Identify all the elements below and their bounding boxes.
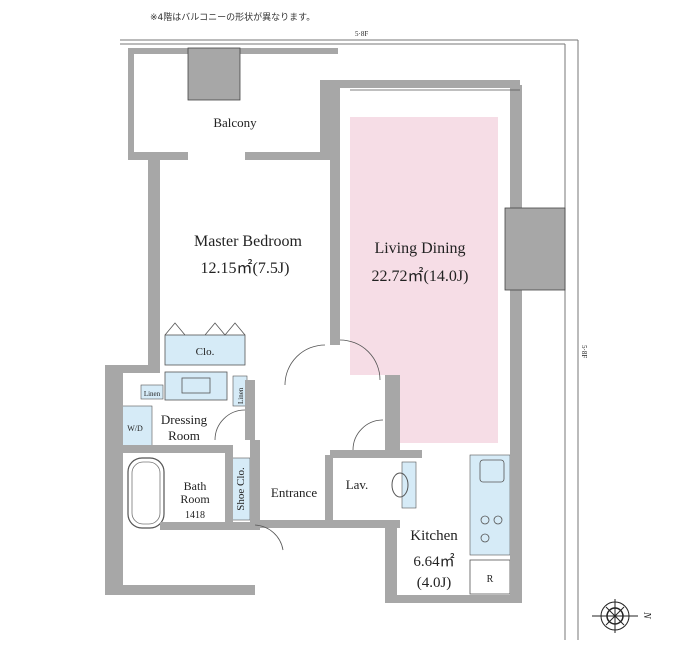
bathtub-inner [131, 461, 161, 525]
bath-label-1: Bath [184, 479, 207, 493]
kitchen-label: Kitchen [410, 528, 458, 544]
sink-icon [181, 377, 211, 394]
site-boundary-lines [120, 39, 579, 640]
kitchen-area-2: (4.0J) [417, 575, 452, 591]
living-dining-label: Living Dining [374, 240, 465, 257]
master-bedroom-label: Master Bedroom [194, 233, 303, 250]
floor-note: ※4階はバルコニーの形状が異なります。 [150, 11, 315, 23]
wd-label: W/D [127, 424, 143, 433]
vanity [164, 371, 228, 401]
compass-north-label: N [641, 611, 652, 620]
living-dining-floor [350, 117, 498, 375]
dressing-label-2: Room [168, 428, 200, 443]
balcony-label: Balcony [213, 115, 257, 130]
living-dining-floor-lower [400, 375, 498, 443]
doors [164, 89, 520, 551]
refrigerator-space [469, 559, 511, 595]
floor-marker-top: 5·8F [355, 30, 368, 38]
lav-label: Lav. [346, 477, 369, 492]
linen-left [140, 384, 164, 400]
shoe-closet-label: Shoe Clo. [235, 467, 247, 511]
compass-icon [592, 599, 638, 633]
master-bedroom-area: 12.15㎡(7.5J) [201, 259, 290, 277]
walls [105, 47, 566, 603]
stove-icon [480, 515, 503, 543]
bathtub-icon [127, 457, 165, 529]
kitchen-area-1: 6.64㎡ [413, 553, 454, 570]
living-dining-area: 22.72㎡(14.0J) [372, 267, 469, 285]
linen-left-label: Linen [144, 390, 161, 398]
linen-right-label: Linen [237, 387, 245, 404]
floor-marker-side: 5·8F [580, 345, 588, 358]
entrance-label: Entrance [271, 485, 317, 500]
kitchen-counter [469, 454, 511, 556]
closet [164, 334, 246, 366]
kitchen-sink-icon [479, 459, 505, 483]
closet-label: Clo. [196, 346, 215, 358]
toilet-icon [391, 472, 409, 498]
lav-counter [401, 461, 417, 509]
dressing-label-1: Dressing [161, 412, 208, 427]
refrigerator-label: R [487, 574, 494, 585]
bath-label-2: Room [180, 492, 210, 506]
bath-size: 1418 [185, 510, 205, 521]
